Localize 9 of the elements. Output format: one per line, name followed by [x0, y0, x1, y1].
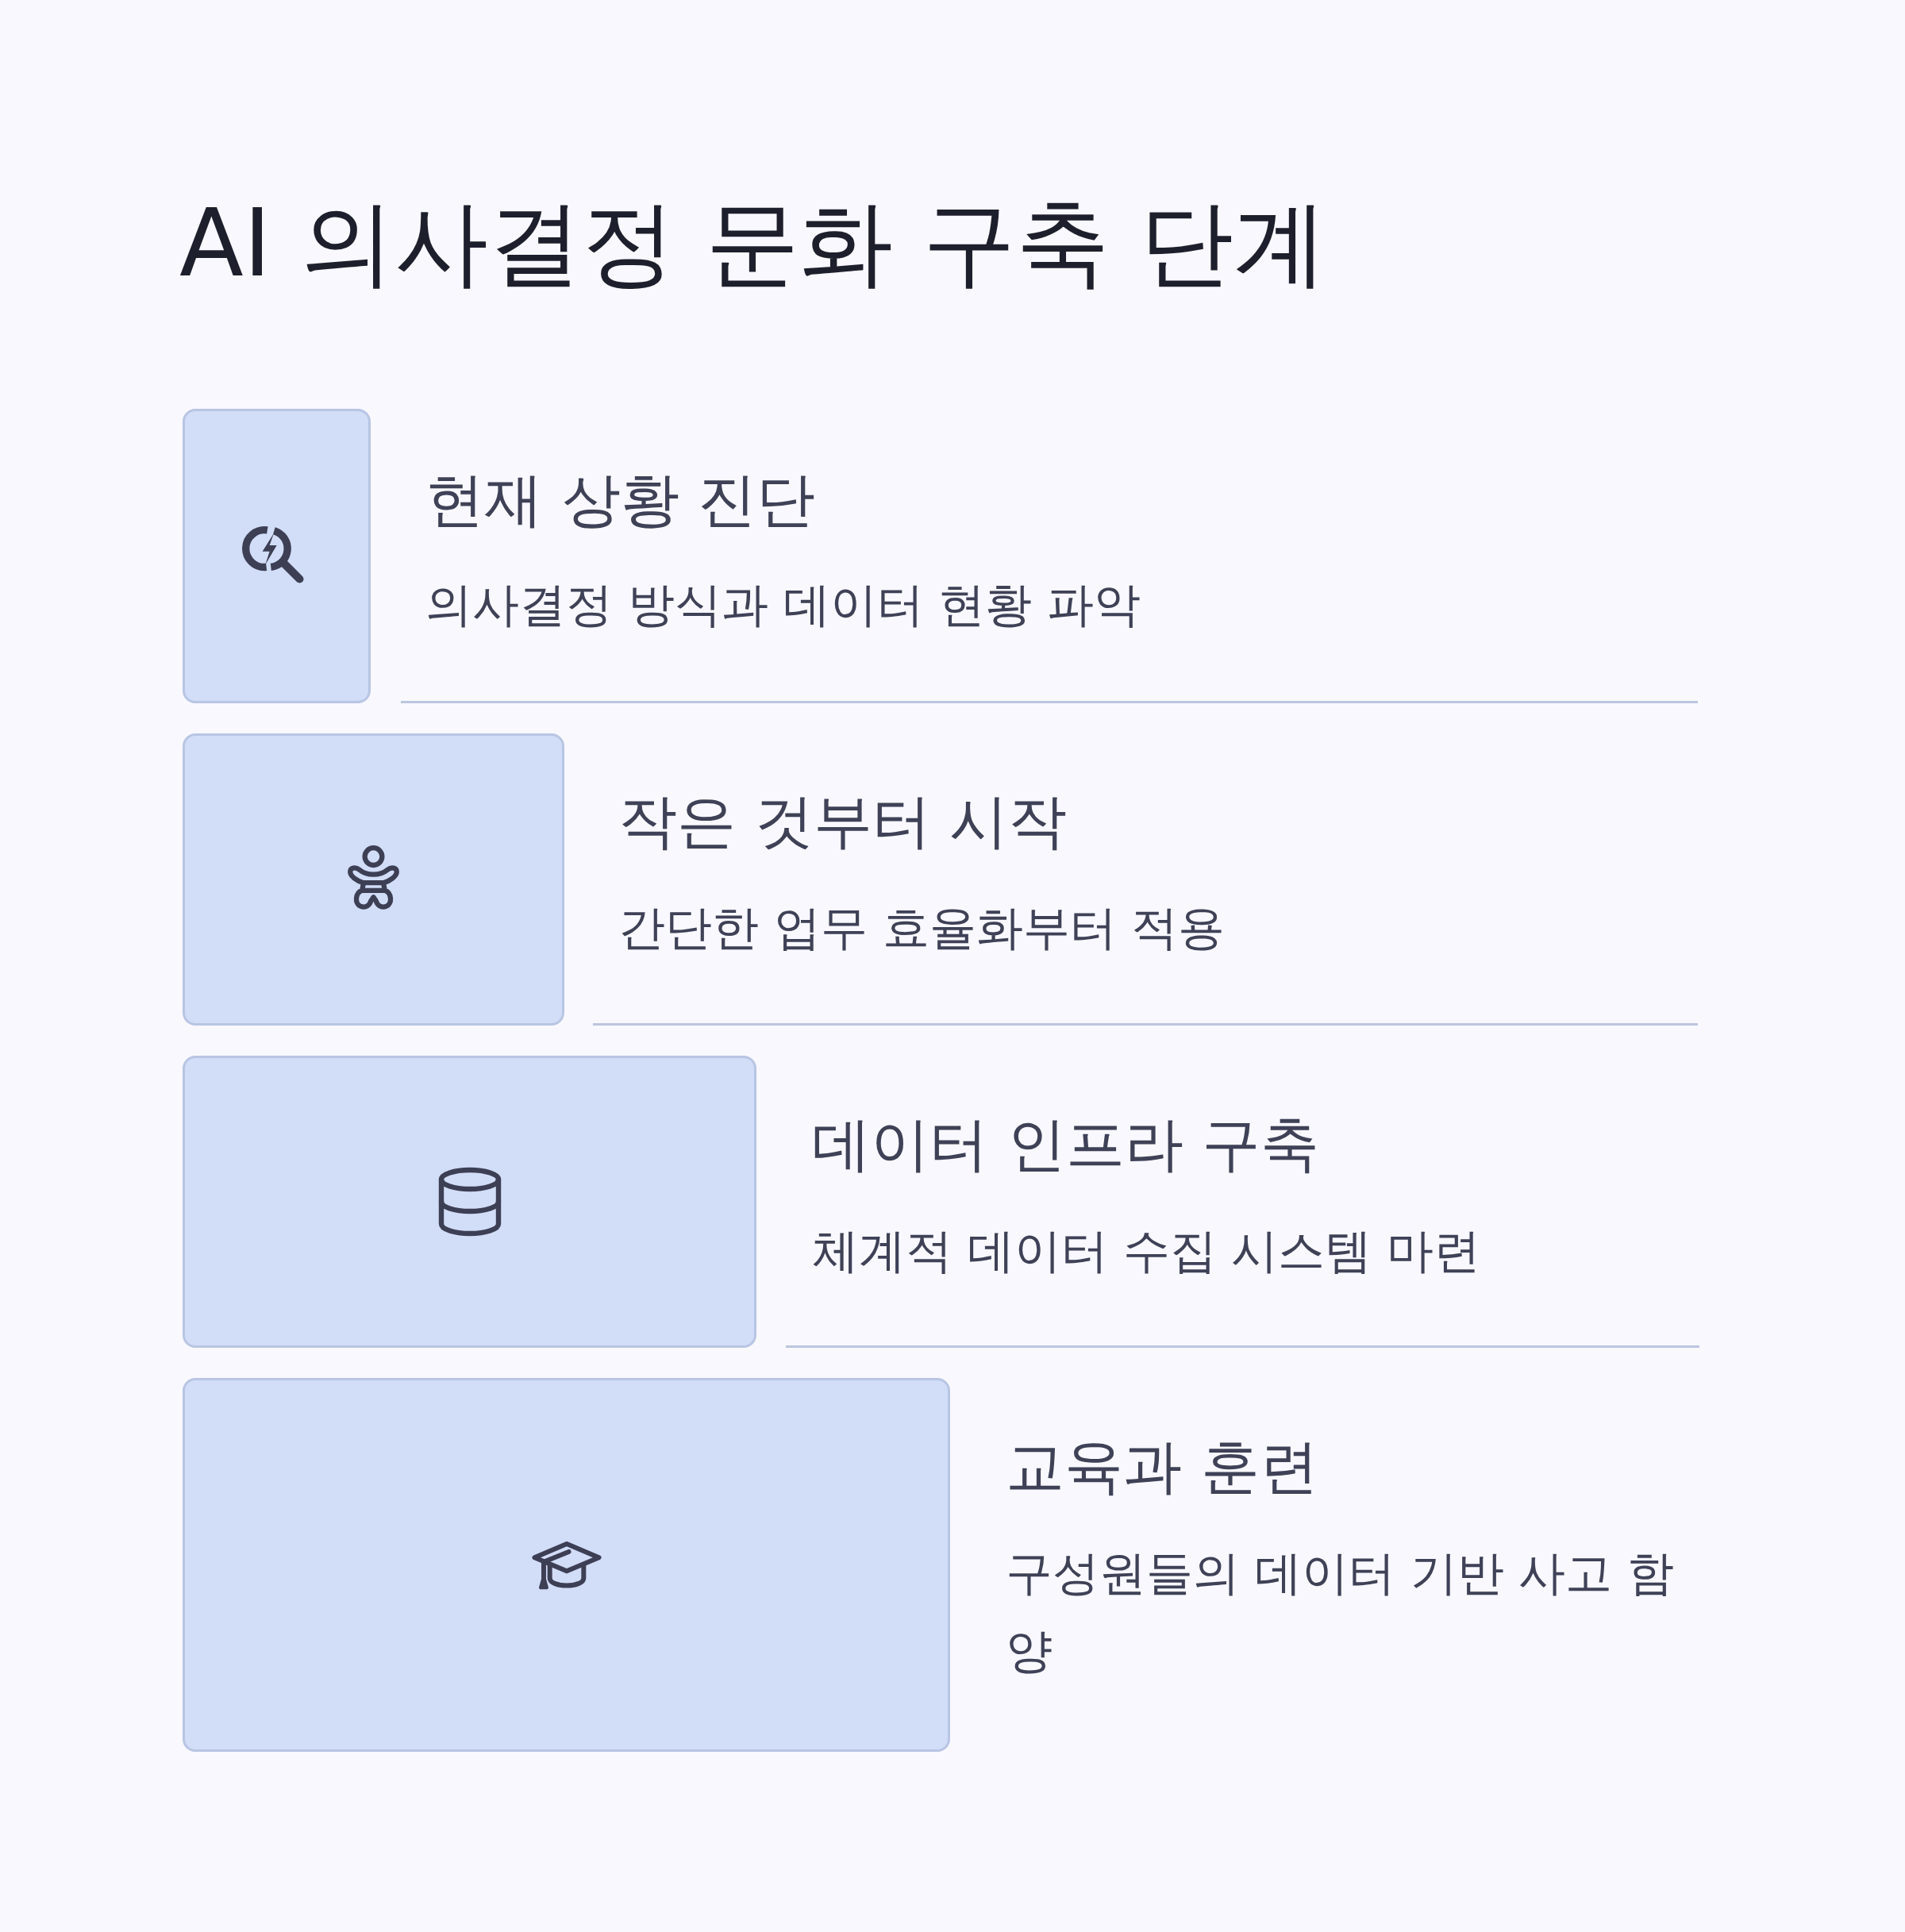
step-title: 작은 것부터 시작 [618, 786, 1068, 856]
step-description: 구성원들의 데이터 기반 사고 함양 [1006, 1545, 1676, 1680]
step-title: 교육과 훈련 [1006, 1431, 1318, 1502]
step-description: 간단한 업무 효율화부터 적용 [618, 899, 1226, 956]
step-description: 의사결정 방식과 데이터 현황 파악 [425, 576, 1142, 633]
step-description: 체계적 데이터 수집 시스템 마련 [812, 1222, 1482, 1280]
step-title: 현재 상황 진단 [425, 464, 816, 535]
step-title: 데이터 인프라 구축 [812, 1109, 1320, 1180]
diagram-title: AI 의사결정 문화 구축 단계 [179, 187, 1327, 299]
